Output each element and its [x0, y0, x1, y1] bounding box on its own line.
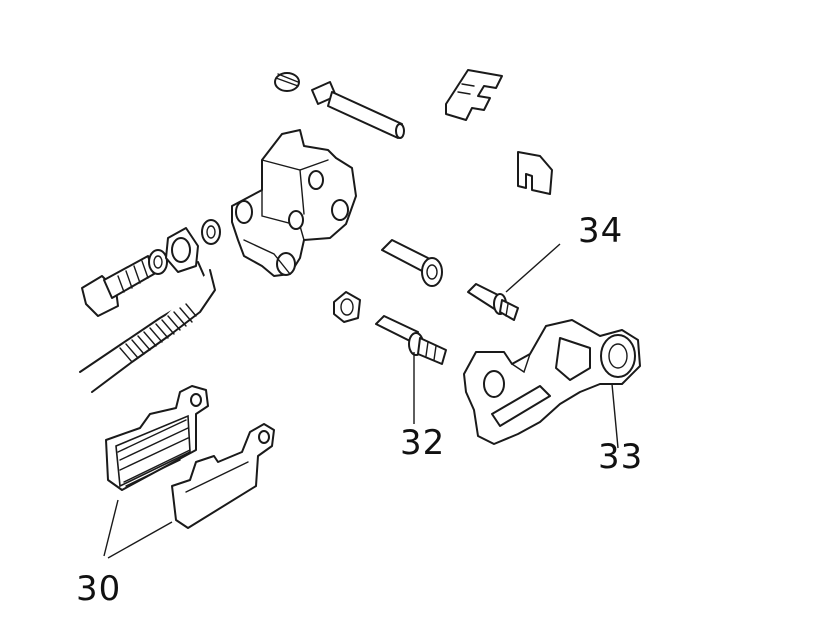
pad-retainer-clip [517, 151, 553, 195]
callout-34: 34 [578, 211, 624, 251]
bolt-34 [467, 283, 519, 321]
bracket-bushing [381, 239, 443, 287]
callout-30: 30 [76, 569, 122, 609]
slide-pin-top [311, 81, 405, 139]
pad-spring-clip [445, 69, 503, 121]
leader-30 [103, 499, 173, 559]
copper-washer [148, 249, 168, 275]
callout-33: 33 [598, 437, 644, 477]
leader-34 [505, 243, 561, 293]
copper-washer-2 [201, 219, 221, 245]
slide-pin-32 [375, 315, 447, 365]
caliper-bracket [463, 319, 641, 445]
leader-33 [611, 383, 619, 449]
caliper-body [231, 129, 357, 277]
pin-boot-top-left [274, 72, 300, 92]
pin-boot-lower [333, 291, 361, 323]
brake-pad-front [105, 385, 209, 491]
hose-spring-guard [119, 303, 197, 363]
callout-32: 32 [400, 423, 446, 463]
banjo-fitting [165, 227, 199, 273]
brake-pad-rear [171, 423, 275, 529]
brake-hose [79, 261, 216, 393]
banjo-bolt [81, 255, 155, 317]
